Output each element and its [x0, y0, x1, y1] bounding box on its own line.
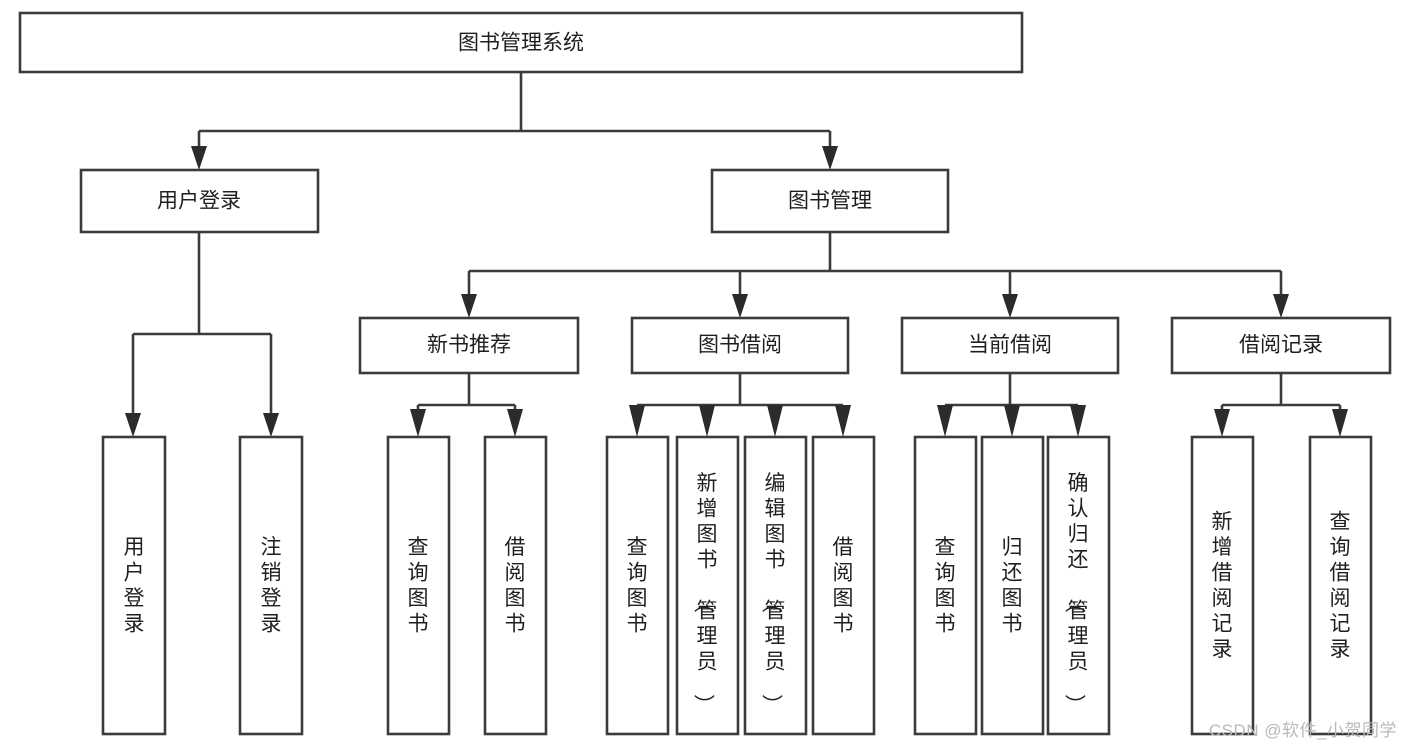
node-label: 用户登录	[157, 190, 241, 213]
node-user-login[interactable]: 用户登录	[79, 168, 320, 234]
arrow-icon	[937, 405, 953, 437]
node-label: 确认归还（管理员）	[1063, 472, 1089, 715]
node-box[interactable]	[1308, 435, 1373, 736]
arrow-icon	[1004, 405, 1020, 437]
node-leaf-borrow-book-1[interactable]: 借阅图书	[483, 435, 548, 736]
node-box[interactable]	[238, 435, 304, 736]
connector-current-borrow-to-leaves	[937, 373, 1086, 437]
node-box[interactable]	[1046, 435, 1111, 736]
node-label: 查询图书	[408, 536, 429, 636]
node-label: 归还图书	[1002, 536, 1023, 636]
node-label: 查询图书	[627, 536, 648, 636]
node-box[interactable]	[743, 435, 808, 736]
node-label: 当前借阅	[968, 334, 1052, 357]
node-box[interactable]	[358, 316, 580, 375]
arrow-icon	[699, 405, 715, 437]
node-current-borrow[interactable]: 当前借阅	[900, 316, 1120, 375]
connector-book-manage-to-level2	[461, 232, 1289, 318]
node-box[interactable]	[18, 11, 1024, 74]
node-borrow-record[interactable]: 借阅记录	[1170, 316, 1392, 375]
arrow-icon	[822, 146, 838, 170]
node-label: 编辑图书（管理员）	[760, 472, 786, 715]
node-leaf-edit-book[interactable]: 编辑图书（管理员）	[743, 435, 808, 736]
arrow-icon	[263, 413, 279, 437]
connector-user-login-to-leaves	[125, 232, 279, 437]
connector-new-book-rec-to-leaves	[410, 373, 523, 437]
node-label: 新书推荐	[427, 334, 511, 357]
node-box[interactable]	[605, 435, 670, 736]
node-leaf-user-logout[interactable]: 注销登录	[238, 435, 304, 736]
node-leaf-query-book-1[interactable]: 查询图书	[386, 435, 451, 736]
node-box[interactable]	[811, 435, 876, 736]
arrow-icon	[629, 405, 645, 437]
node-box[interactable]	[630, 316, 850, 375]
arrow-icon	[461, 294, 477, 318]
node-box[interactable]	[980, 435, 1045, 736]
node-leaf-add-record[interactable]: 新增借阅记录	[1190, 435, 1255, 736]
node-box[interactable]	[913, 435, 978, 736]
arrow-icon	[507, 409, 523, 437]
node-leaf-user-login[interactable]: 用户登录	[101, 435, 167, 736]
node-label: 借阅图书	[833, 536, 854, 636]
arrow-icon	[1273, 294, 1289, 318]
watermark: CSDN @软件_小贺同学	[1208, 721, 1397, 740]
node-root[interactable]: 图书管理系统	[18, 11, 1024, 74]
node-leaf-add-book[interactable]: 新增图书（管理员）	[675, 435, 740, 736]
node-book-borrow[interactable]: 图书借阅	[630, 316, 850, 375]
node-box[interactable]	[710, 168, 950, 234]
node-label: 注销登录	[261, 536, 282, 636]
node-box[interactable]	[79, 168, 320, 234]
node-label: 图书管理系统	[458, 32, 584, 55]
node-box[interactable]	[1170, 316, 1392, 375]
node-leaf-confirm-return[interactable]: 确认归还（管理员）	[1046, 435, 1111, 736]
node-box[interactable]	[1190, 435, 1255, 736]
node-label: 用户登录	[124, 536, 145, 636]
node-label: 查询借阅记录	[1330, 510, 1351, 661]
arrow-icon	[410, 409, 426, 437]
node-leaf-borrow-book-2[interactable]: 借阅图书	[811, 435, 876, 736]
arrow-icon	[835, 405, 851, 437]
node-label: 借阅记录	[1239, 334, 1323, 357]
node-box[interactable]	[386, 435, 451, 736]
node-label: 借阅图书	[505, 536, 526, 636]
node-leaf-return-book[interactable]: 归还图书	[980, 435, 1045, 736]
node-label: 图书借阅	[698, 334, 782, 357]
arrow-icon	[1332, 409, 1348, 437]
node-leaf-query-record[interactable]: 查询借阅记录	[1308, 435, 1373, 736]
node-label: 新增借阅记录	[1212, 510, 1233, 661]
node-box[interactable]	[101, 435, 167, 736]
arrow-icon	[1070, 405, 1086, 437]
arrow-icon	[191, 146, 207, 170]
node-leaf-query-book-2[interactable]: 查询图书	[605, 435, 670, 736]
node-label: 查询图书	[935, 536, 956, 636]
node-new-book-rec[interactable]: 新书推荐	[358, 316, 580, 375]
connector-borrow-record-to-leaves	[1214, 373, 1348, 437]
node-box[interactable]	[483, 435, 548, 736]
arrow-icon	[1002, 294, 1018, 318]
node-label: 新增图书（管理员）	[692, 472, 718, 715]
arrow-icon	[732, 294, 748, 318]
node-leaf-query-book-3[interactable]: 查询图书	[913, 435, 978, 736]
node-label: 图书管理	[788, 190, 872, 213]
arrow-icon	[125, 413, 141, 437]
arrow-icon	[1214, 409, 1230, 437]
node-book-manage[interactable]: 图书管理	[710, 168, 950, 234]
node-box[interactable]	[675, 435, 740, 736]
arrow-icon	[767, 405, 783, 437]
connector-root-to-level1	[191, 72, 838, 170]
connector-book-borrow-to-leaves	[629, 373, 851, 437]
node-box[interactable]	[900, 316, 1120, 375]
